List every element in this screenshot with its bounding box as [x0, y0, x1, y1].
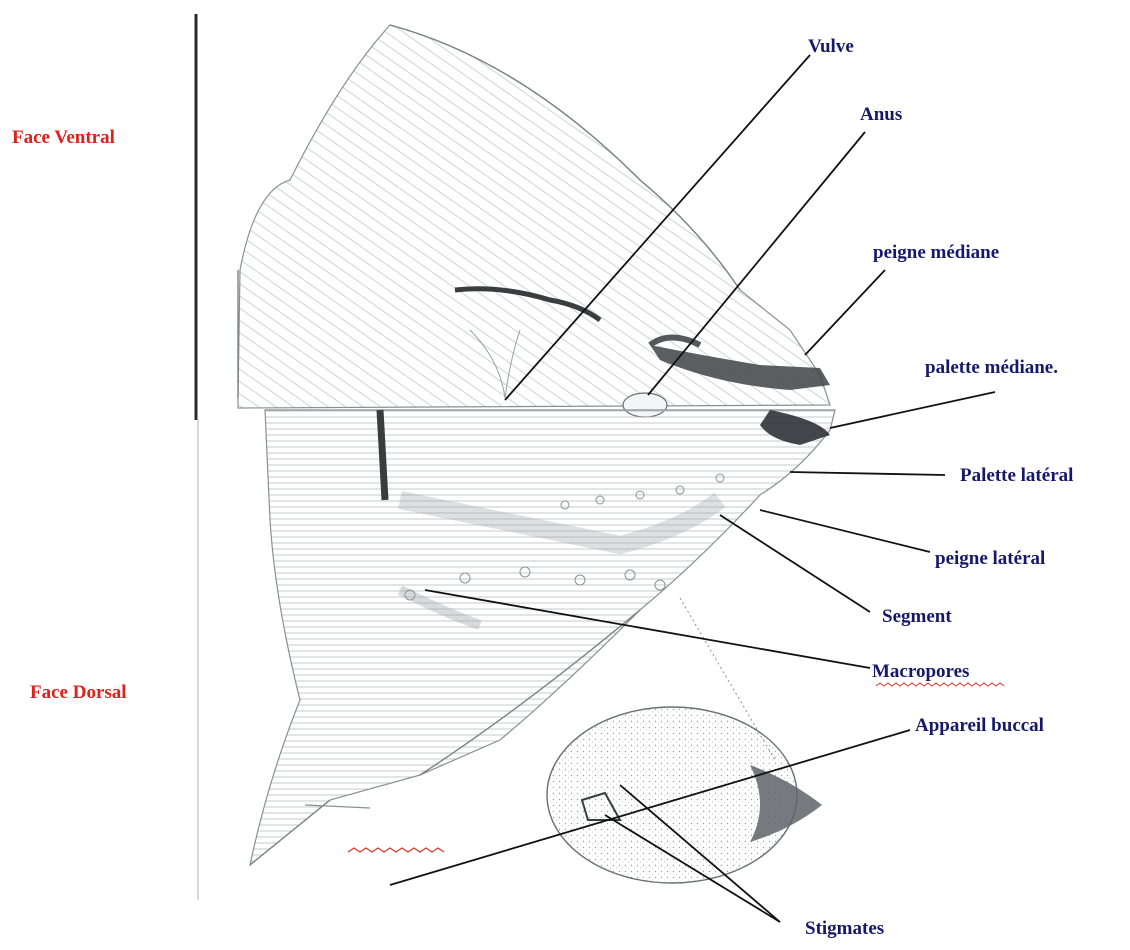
peigne-lateral-label: peigne latéral	[935, 548, 1045, 570]
peigne-mediane-label: peigne médiane	[873, 242, 999, 264]
leader-segment	[720, 515, 870, 612]
face-dorsal-label: Face Dorsal	[30, 682, 127, 704]
leader-appareil-buccal	[390, 730, 910, 885]
palette-mediane-label: palette médiane.	[925, 357, 1058, 379]
leader-palette-lateral	[790, 472, 945, 475]
anus-label: Anus	[860, 104, 902, 126]
leader-stigmates-1	[620, 785, 780, 922]
stigmates-label: Stigmates	[805, 918, 884, 940]
leader-peigne-lateral	[760, 510, 930, 552]
palette-lateral-label: Palette latéral	[960, 465, 1073, 487]
leader-stigmates-2	[605, 815, 780, 922]
face-ventral-label: Face Ventral	[12, 127, 115, 149]
macropores-label: Macropores	[872, 661, 969, 683]
leader-palette-mediane	[830, 392, 995, 428]
leader-macropores	[425, 590, 870, 668]
vulve-label: Vulve	[808, 36, 854, 58]
leader-peigne-mediane	[805, 270, 885, 355]
leader-vulve	[505, 55, 810, 400]
appareil-buccal-label: Appareil buccal	[915, 715, 1044, 737]
leader-anus	[648, 132, 865, 395]
segment-label: Segment	[882, 606, 952, 628]
